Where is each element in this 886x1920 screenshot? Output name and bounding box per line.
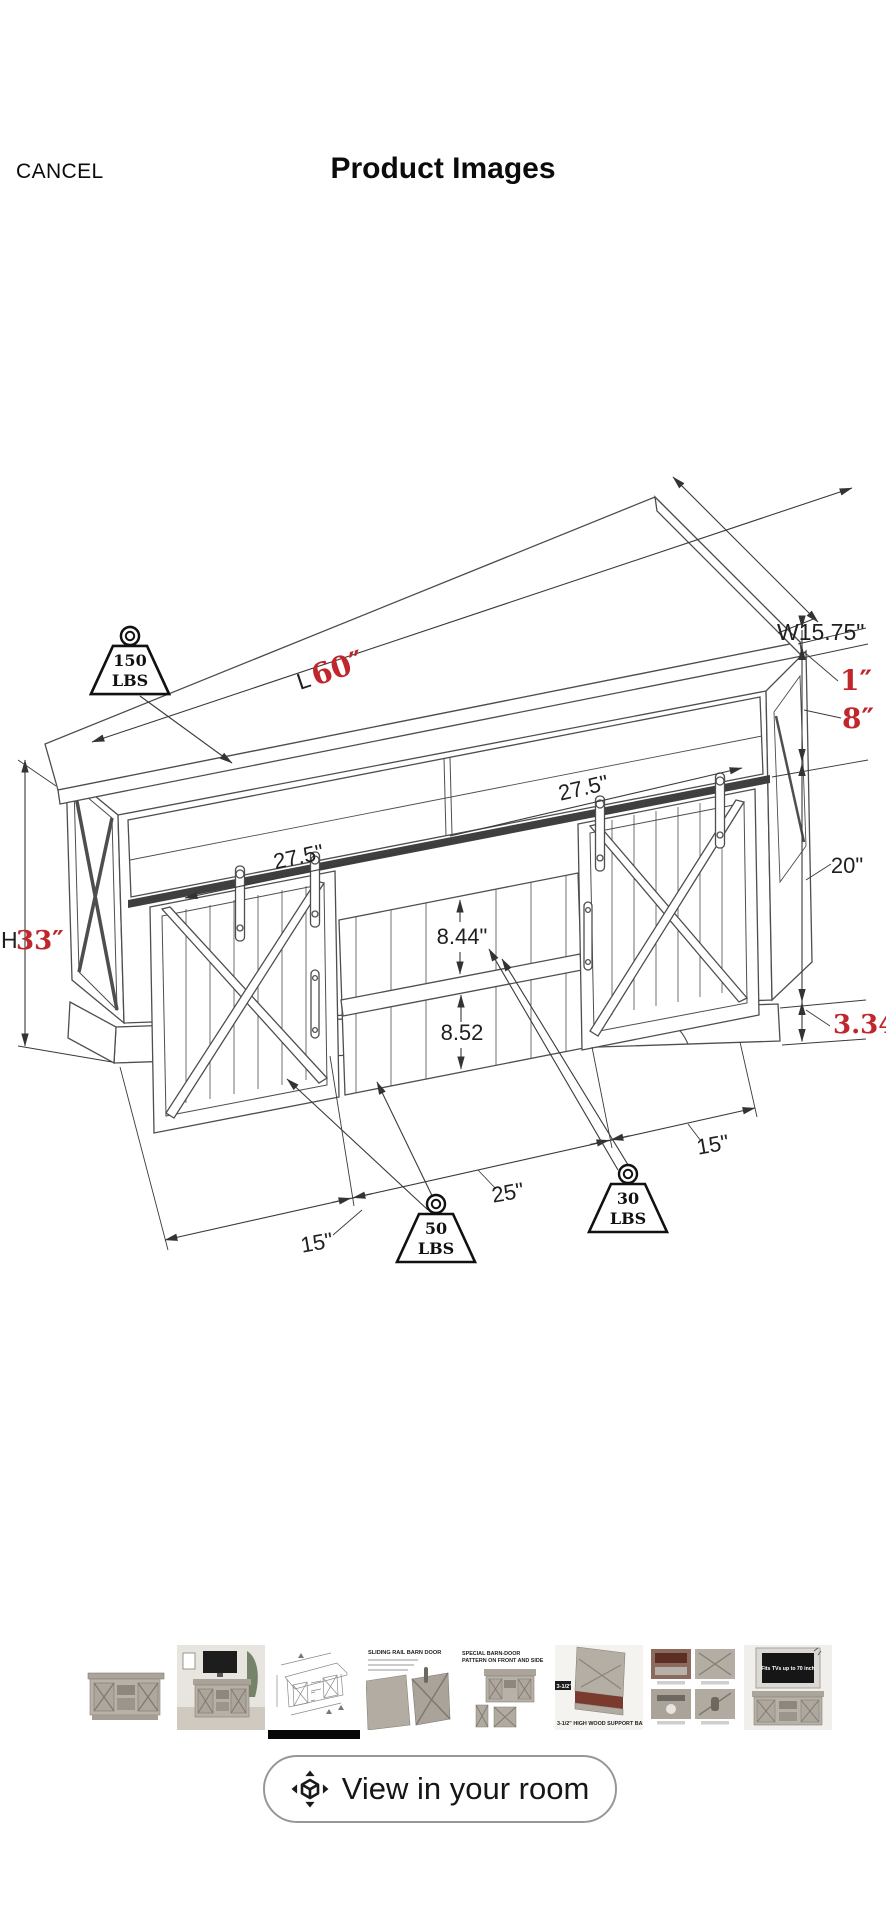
width-label: W15.75"	[777, 619, 864, 645]
thumbnail-tv-size-diagram[interactable]: Fits TVs up to 70 inch	[743, 1645, 832, 1730]
thumbnail-room-scene[interactable]	[176, 1645, 265, 1730]
inner-upper-label: 8.44"	[437, 924, 488, 949]
tv-stand-drawing	[44, 495, 813, 1134]
barn-pattern-title-line2: PATTERN ON FRONT AND SIDE	[462, 1658, 544, 1664]
cancel-button[interactable]: CANCEL	[16, 160, 104, 183]
height-prefix-label: H	[1, 927, 18, 953]
open-shelf-height-label: 8″	[842, 702, 874, 735]
thumbnail-strip: SLIDING RAIL BARN DOOR SPECIAL BARN-DOOR…	[82, 1645, 832, 1730]
dimension-lines	[17, 476, 869, 1251]
thumbnail-dimension-diagram[interactable]	[271, 1645, 359, 1730]
thumbnail-support-base-detail[interactable]: 3-1/2" 3-1/2" HIGH WOOD SUPPORT BASE	[554, 1645, 643, 1730]
height-label: 33″	[16, 926, 64, 956]
base-height-label: 3.34″	[833, 1010, 886, 1040]
ar-view-icon	[291, 1770, 329, 1808]
weight-left-unit: LBS	[418, 1239, 454, 1258]
dimension-labels: L 60″ W15.75" 1″ 8″ 27.5" 27.5" 20" H 33…	[1, 619, 886, 1258]
view-in-room-label: View in your room	[341, 1771, 590, 1806]
weight-right-value: 30	[617, 1189, 639, 1208]
weight-capacity-icons: 150 LBS 50 LBS 30 LBS	[89, 625, 669, 1264]
right-section-height-label: 20"	[831, 853, 863, 878]
dimension-diagram-image[interactable]: 150 LBS 50 LBS 30 LBS L 60″ W15.75" 1″ 8…	[0, 470, 886, 1320]
sliding-rail-title: SLIDING RAIL BARN DOOR	[368, 1650, 441, 1656]
thumbnail-feature-grid[interactable]	[649, 1645, 737, 1730]
view-in-room-button[interactable]: View in your room	[263, 1755, 617, 1823]
weight-right-unit: LBS	[610, 1209, 646, 1228]
thumbnail-product-front[interactable]	[82, 1645, 170, 1730]
bottom-right-label: 15"	[695, 1130, 731, 1160]
inner-lower-label: 8.52	[441, 1020, 484, 1045]
thumbnail-sliding-rail-detail[interactable]: SLIDING RAIL BARN DOOR	[365, 1645, 454, 1730]
weight-top-unit: LBS	[112, 671, 148, 690]
thumbnail-barn-door-pattern[interactable]: SPECIAL BARN-DOOR PATTERN ON FRONT AND S…	[460, 1645, 548, 1730]
weight-left-value: 50	[425, 1219, 447, 1238]
top-thickness-label: 1″	[840, 664, 872, 697]
bottom-left-label: 15"	[299, 1228, 335, 1258]
barn-pattern-title-line1: SPECIAL BARN-DOOR	[462, 1651, 520, 1657]
base-height-badge: 3-1/2"	[556, 1684, 572, 1690]
bottom-center-label: 25"	[490, 1178, 526, 1208]
support-base-caption: 3-1/2" HIGH WOOD SUPPORT BASE	[557, 1721, 643, 1727]
page-title: Product Images	[330, 152, 556, 185]
weight-top-value: 150	[113, 651, 146, 670]
selected-thumbnail-indicator	[268, 1730, 360, 1739]
tv-size-caption: Fits TVs up to 70 inch	[761, 1666, 815, 1672]
